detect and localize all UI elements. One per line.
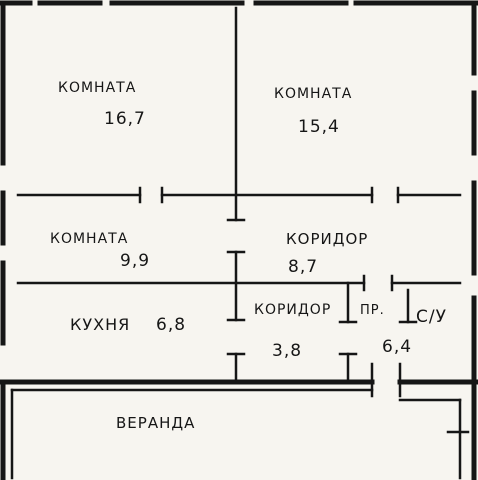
corridor-1-area: 8,7 xyxy=(288,257,318,277)
pantry-area: 6,4 xyxy=(382,337,412,357)
kitchen-area: 6,8 xyxy=(156,315,186,335)
room-3-name: КОМНАТА xyxy=(50,231,128,247)
veranda-name: ВЕРАНДА xyxy=(116,414,195,432)
room-2-area: 15,4 xyxy=(298,117,340,137)
corridor-2-area: 3,8 xyxy=(272,341,302,361)
corridor-1-name: КОРИДОР xyxy=(286,230,368,248)
room-2-name: КОМНАТА xyxy=(274,86,352,102)
corridor-2-name: КОРИДОР xyxy=(254,302,331,318)
bathroom-name: С/У xyxy=(416,307,447,327)
room-1-area: 16,7 xyxy=(104,109,146,129)
kitchen-name: КУХНЯ xyxy=(70,315,130,334)
room-3-area: 9,9 xyxy=(120,251,150,271)
room-labels: КОМНАТА 16,7 КОМНАТА 15,4 КОМНАТА 9,9 КО… xyxy=(50,80,447,432)
room-1-name: КОМНАТА xyxy=(58,80,136,96)
pantry-name: ПР. xyxy=(360,303,385,318)
